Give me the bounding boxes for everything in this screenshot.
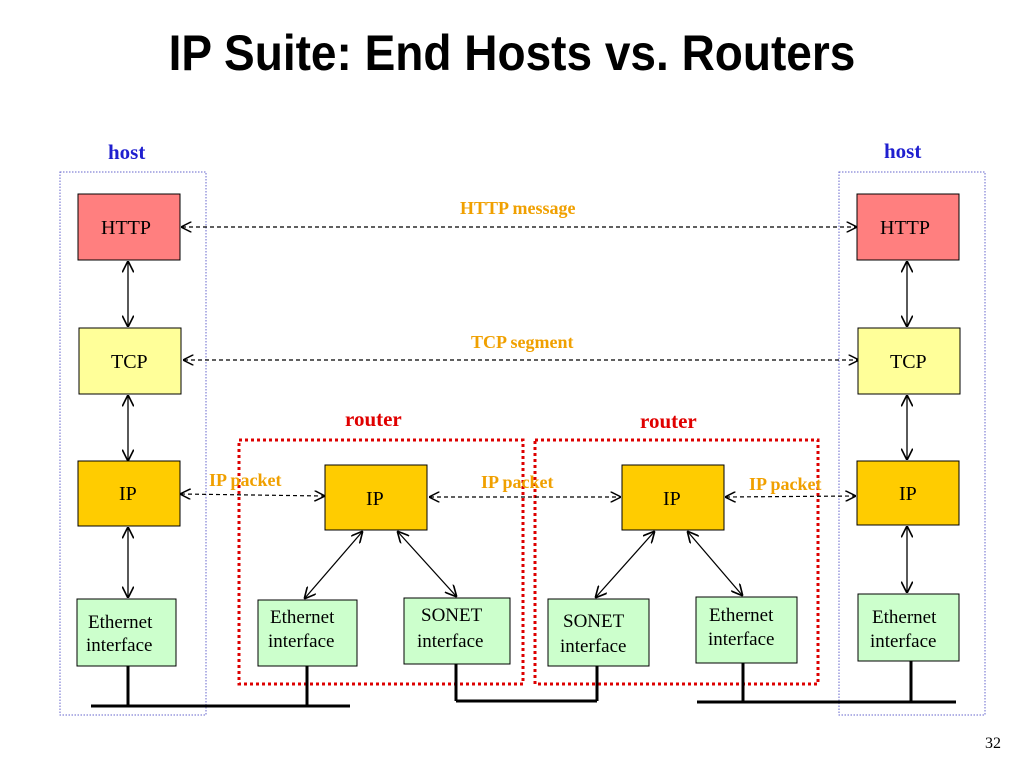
host-left-label: host <box>108 140 145 164</box>
host-right-eth-text-1: Ethernet <box>872 607 937 628</box>
router-left-ip-eth-arrow <box>305 532 362 598</box>
http-message-label: HTTP message <box>460 198 576 218</box>
router-left-eth-text-2: interface <box>268 631 334 652</box>
router-right-sonet-text-1: SONET <box>563 611 625 632</box>
router-left-eth-box <box>257 599 358 667</box>
host-left-eth-box <box>76 598 177 667</box>
host-right-tcp-box <box>857 327 961 395</box>
router-right-ip-sonet-arrow <box>596 532 654 597</box>
router-left-ip-box <box>324 464 428 531</box>
host-right-frame <box>838 171 986 716</box>
host-left-tcp-box <box>78 327 182 395</box>
router-right-eth-text-1: Ethernet <box>709 605 774 626</box>
host-left-eth-text-2: interface <box>86 635 152 656</box>
ip-packet-label-3: IP packet <box>749 474 822 494</box>
router-right-label: router <box>640 409 697 433</box>
host-right-eth-text-2: interface <box>870 631 936 652</box>
host-right-eth-box <box>857 593 960 662</box>
host-left-ip-box <box>77 460 181 527</box>
page-number: 32 <box>985 735 1001 752</box>
host-left-http-box <box>77 193 181 261</box>
router-left-label: router <box>345 407 402 431</box>
host-right-ip-box <box>856 460 960 526</box>
router-left-sonet-text-1: SONET <box>421 605 483 626</box>
router-right-eth-text-2: interface <box>708 629 774 650</box>
host-left-ip-text: IP <box>119 483 137 505</box>
ip-packet-label-1: IP packet <box>209 470 282 490</box>
router-right-ip-eth-arrow <box>688 532 742 595</box>
router-right-ip-box <box>621 464 725 531</box>
physical-links <box>91 661 956 708</box>
ip-packet-label-2: IP packet <box>481 472 554 492</box>
host-left-http-text: HTTP <box>101 217 151 239</box>
slide-title: IP Suite: End Hosts vs. Routers <box>168 25 856 81</box>
router-left-eth-text-1: Ethernet <box>270 607 335 628</box>
router-right-frame <box>533 438 820 686</box>
router-left-ip-text: IP <box>366 488 384 510</box>
host-left-frame <box>59 171 207 716</box>
host-left-tcp-text: TCP <box>111 351 148 373</box>
host-right-http-box <box>856 193 960 261</box>
tcp-segment-label: TCP segment <box>471 332 574 352</box>
router-right-sonet-box <box>547 598 650 667</box>
ip-peer-arrow-1 <box>181 494 324 496</box>
host-right-label: host <box>884 139 921 163</box>
host-left-eth-text-1: Ethernet <box>88 612 153 633</box>
router-left-ip-sonet-arrow <box>398 532 456 596</box>
host-right-http-text: HTTP <box>880 217 930 239</box>
router-left-sonet-text-2: interface <box>417 631 483 652</box>
router-right-sonet-text-2: interface <box>560 636 626 657</box>
host-right-ip-text: IP <box>899 483 917 505</box>
ip-peer-arrow-3 <box>726 496 855 497</box>
router-right-eth-box <box>695 596 798 664</box>
host-right-tcp-text: TCP <box>890 351 927 373</box>
router-right-ip-text: IP <box>663 488 681 510</box>
